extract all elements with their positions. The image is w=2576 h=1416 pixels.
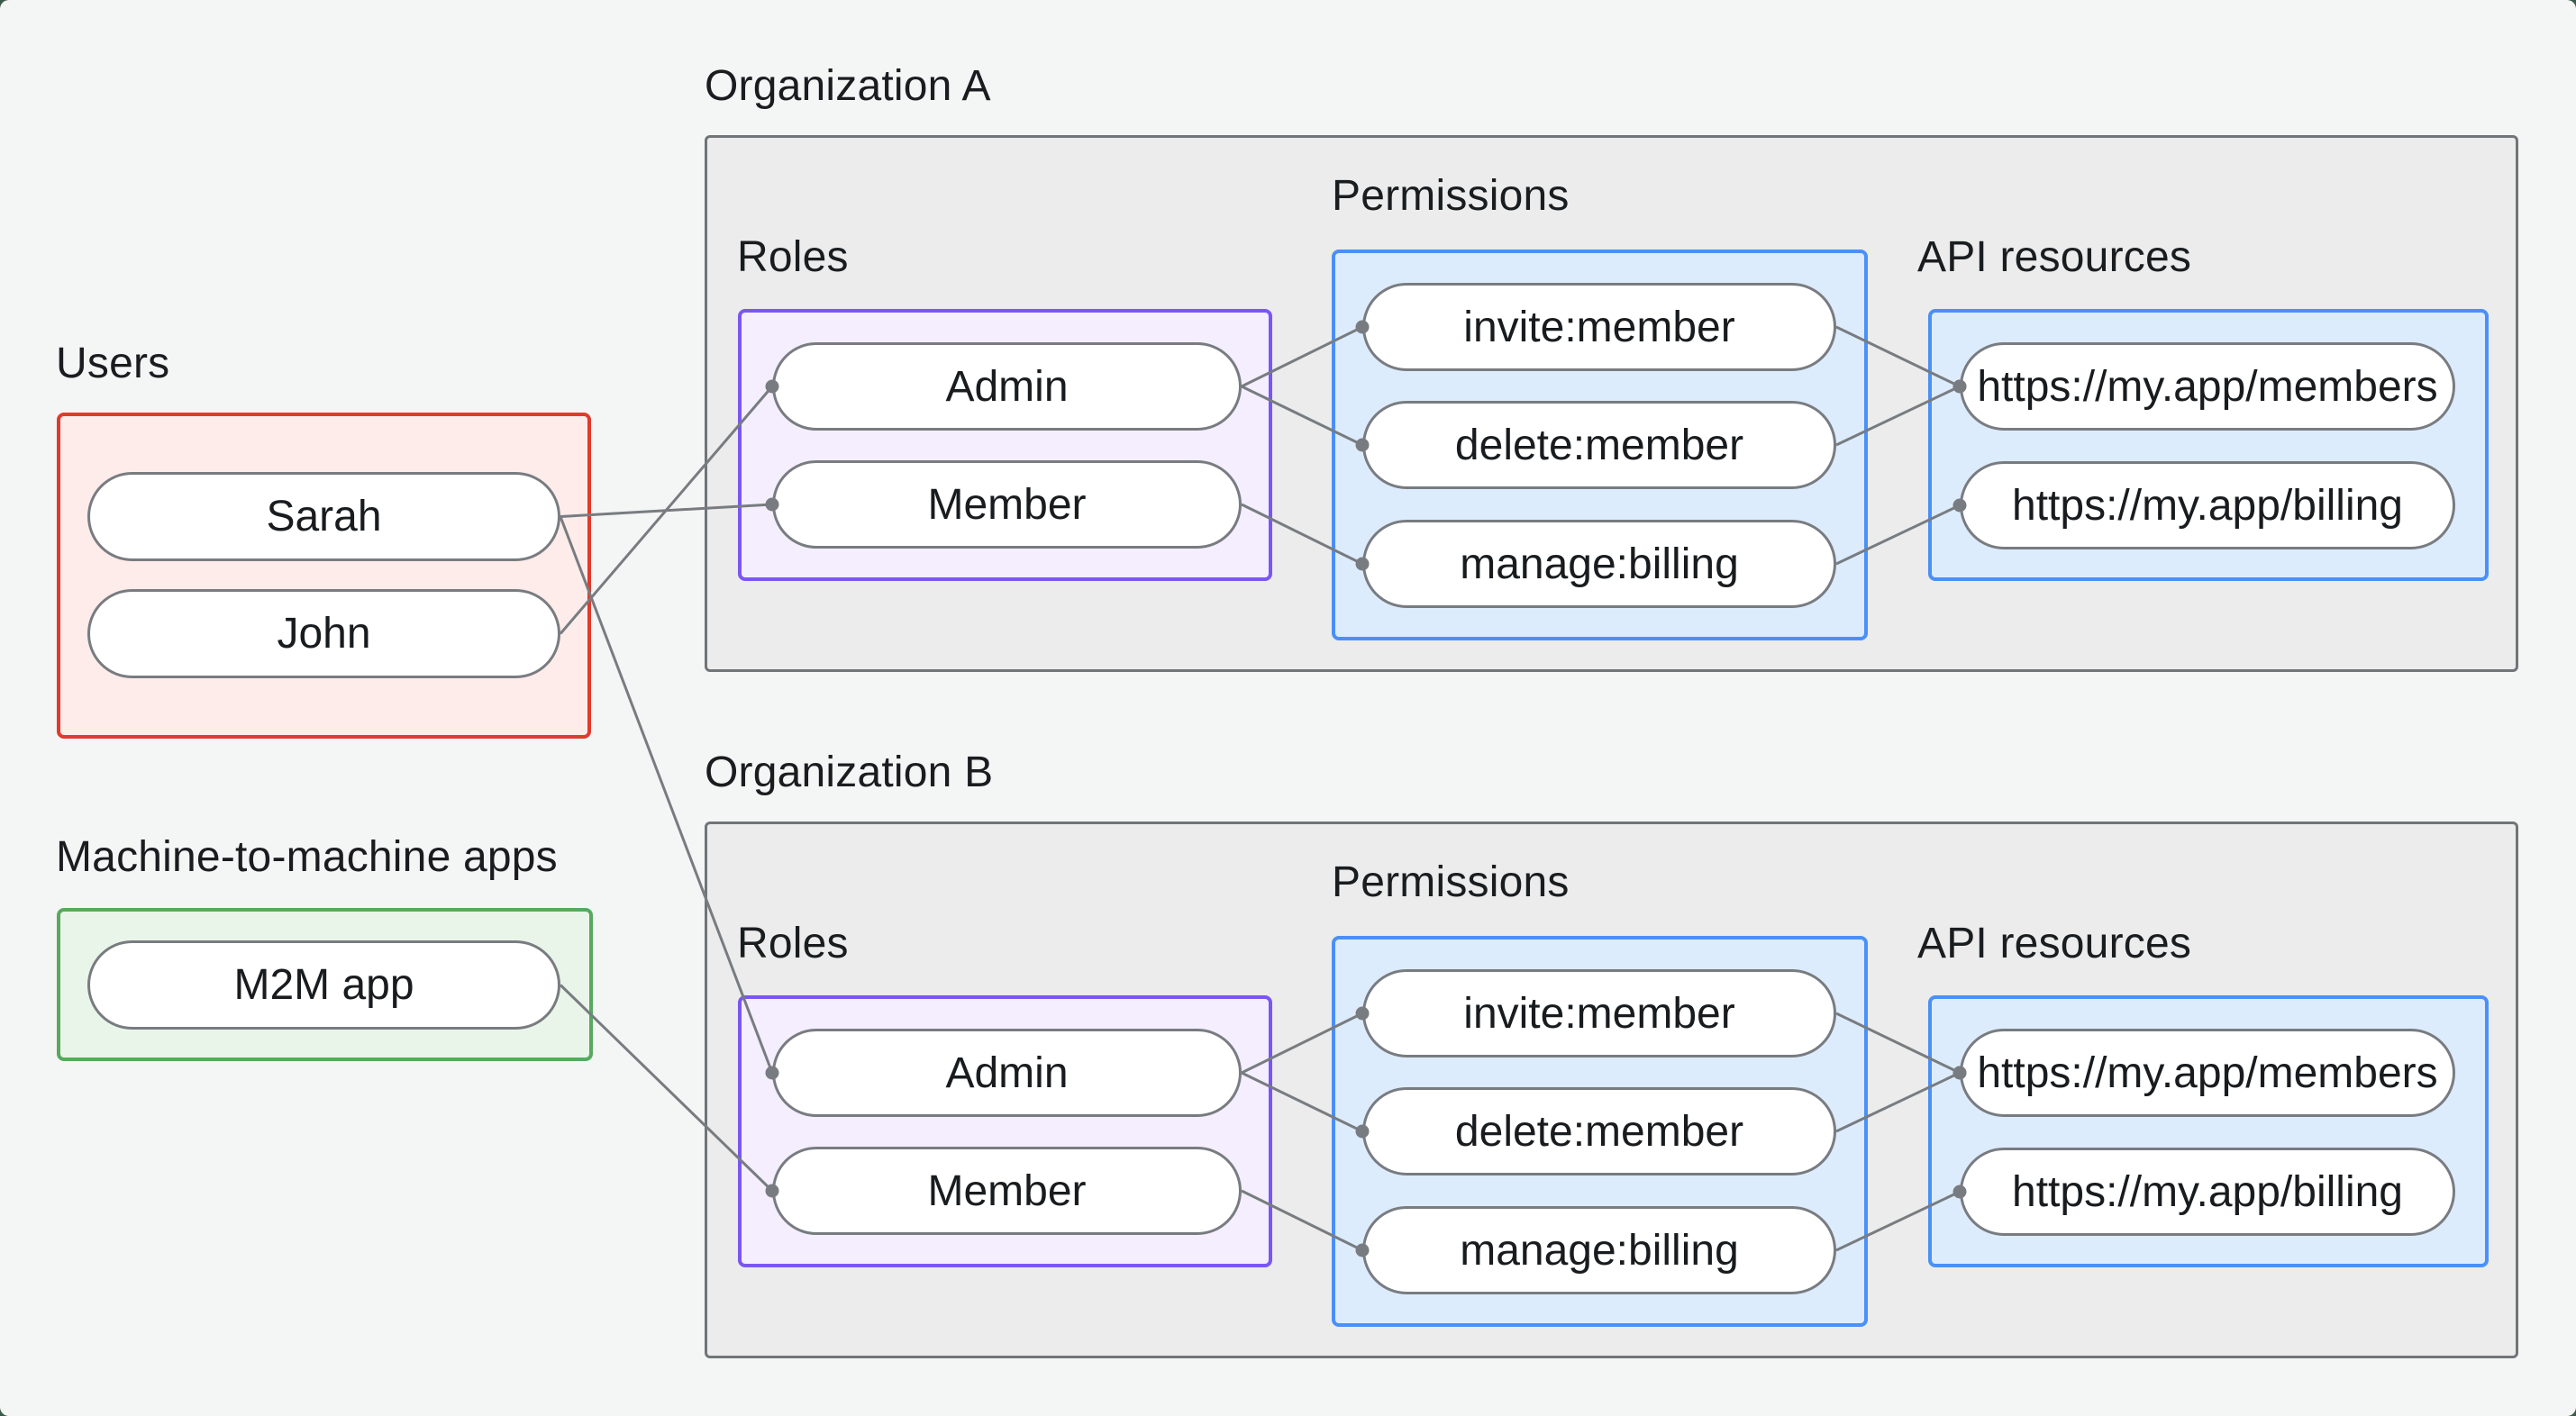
node-org-b-perm-invite: invite:member [1362,969,1836,1057]
node-org-a-api-billing: https://my.app/billing [1960,461,2455,549]
node-org-a-role-admin: Admin [772,342,1242,431]
users-box [57,413,591,739]
node-org-b-api-members: https://my.app/members [1960,1029,2455,1117]
node-org-b-perm-delete: delete:member [1362,1087,1836,1175]
node-user-john: John [87,589,560,678]
org-b-title: Organization B [705,749,994,796]
node-org-a-perm-invite: invite:member [1362,283,1836,371]
org-a-roles-label: Roles [737,233,849,281]
node-m2m-app: M2M app [87,940,560,1030]
node-org-b-perm-manage: manage:billing [1362,1206,1836,1294]
node-org-b-role-admin: Admin [772,1029,1242,1117]
org-b-permissions-label: Permissions [1332,858,1570,906]
org-a-permissions-label: Permissions [1332,172,1570,220]
node-org-b-role-member: Member [772,1147,1242,1235]
users-label: Users [56,340,170,387]
node-org-a-perm-delete: delete:member [1362,401,1836,489]
org-b-roles-label: Roles [737,920,849,967]
org-a-title: Organization A [705,62,991,110]
node-user-sarah: Sarah [87,472,560,561]
org-a-api-label: API resources [1917,233,2192,281]
node-org-b-api-billing: https://my.app/billing [1960,1148,2455,1236]
org-b-api-label: API resources [1917,920,2192,967]
node-org-a-role-member: Member [772,460,1242,549]
m2m-apps-label: Machine-to-machine apps [56,833,558,881]
node-org-a-api-members: https://my.app/members [1960,342,2455,431]
node-org-a-perm-manage: manage:billing [1362,520,1836,608]
